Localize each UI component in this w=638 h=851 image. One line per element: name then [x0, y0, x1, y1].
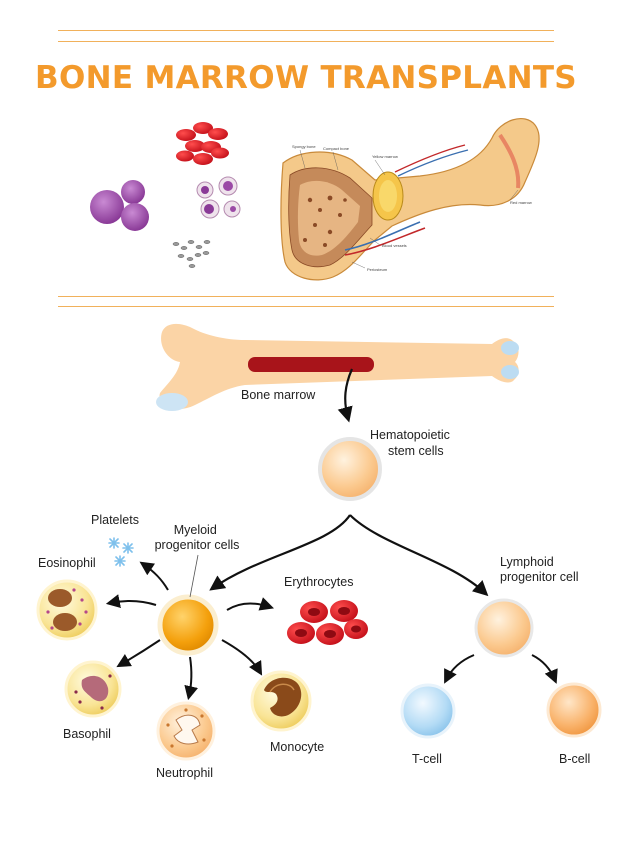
arrow-to-platelets — [139, 561, 169, 591]
red-blood-cells-illustration — [176, 122, 229, 165]
arrow-marrow-to-hsc — [337, 368, 354, 423]
t-cell — [400, 683, 456, 739]
hematopoietic-stem-cell — [318, 437, 382, 501]
bone-marrow-label: Bone marrow — [241, 388, 316, 402]
tcell-label: T-cell — [412, 752, 442, 766]
svg-text:Myeloid progenitor cells: Myeloid progenitor cells — [155, 523, 240, 552]
neutrophil-label: Neutrophil — [156, 766, 213, 780]
platelets-illustration — [172, 240, 211, 268]
lymphoid-label-line1: Lymphoid — [500, 555, 554, 569]
arrow-to-monocyte — [221, 639, 263, 676]
bcell-label: B-cell — [559, 752, 590, 766]
myeloid-leader-line — [189, 554, 199, 598]
hsc-label-line2: stem cells — [388, 444, 444, 458]
spongy-bone-label: Spongy bone — [292, 144, 316, 149]
lymphoid-label-line2: progenitor cell — [500, 570, 579, 584]
arrow-to-tcell — [444, 654, 475, 684]
lymphoid-progenitor-cell — [474, 598, 534, 658]
arrow-to-basophil — [116, 639, 161, 668]
myeloid-label-line2: progenitor cells — [155, 538, 240, 552]
eosinophil-label: Eosinophil — [38, 556, 96, 570]
platelets-label: Platelets — [91, 513, 139, 527]
long-bone-illustration — [156, 323, 519, 411]
bone-marrow-region — [248, 357, 374, 372]
myeloid-label-line1: Myeloid — [174, 523, 217, 537]
top-rule — [58, 30, 554, 31]
blood-vessels-label: Blood vessels — [382, 243, 407, 248]
middle-rule-2 — [58, 306, 554, 307]
eosinophil-cell — [36, 579, 98, 641]
periosteum-label: Periosteum — [367, 267, 388, 272]
arrow-to-eosinophil — [105, 594, 157, 608]
arrow-hsc-to-myeloid — [209, 514, 351, 591]
monocyte-label: Monocyte — [270, 740, 324, 754]
bone-anatomy-illustration: Spongy bone Compact bone Yellow marrow R… — [280, 118, 540, 281]
page-title: BONE MARROW TRANSPLANTS — [35, 60, 577, 96]
monocyte-cell — [250, 670, 312, 732]
svg-text:Lymphoid progenitor cell: Lymphoid progenitor cell — [500, 555, 579, 584]
compact-bone-label: Compact bone — [323, 146, 350, 151]
arrow-to-neutrophil — [184, 656, 199, 701]
platelets-icon — [108, 537, 134, 567]
red-marrow-label: Red marrow — [510, 200, 532, 205]
basophil-cell — [64, 660, 122, 718]
erythrocytes-cells — [287, 600, 368, 645]
basophil-label: Basophil — [63, 727, 111, 741]
hsc-label-line1: Hematopoietic — [370, 428, 450, 442]
middle-rule — [58, 296, 554, 297]
arrow-to-erythrocytes — [226, 597, 274, 611]
neutrophil-cell — [156, 701, 216, 761]
yellow-marrow-label: Yellow marrow — [372, 154, 398, 159]
b-cell — [546, 682, 602, 738]
svg-text:Hematopoietic stem cells: Hematopoietic stem cells — [370, 428, 453, 458]
arrow-to-bcell — [531, 654, 558, 684]
top-rule-2 — [58, 41, 554, 42]
white-blood-cells-illustration — [90, 176, 241, 231]
myeloid-progenitor-cell — [157, 594, 219, 656]
erythrocytes-label: Erythrocytes — [284, 575, 353, 589]
arrow-hsc-to-lymphoid — [349, 514, 489, 597]
